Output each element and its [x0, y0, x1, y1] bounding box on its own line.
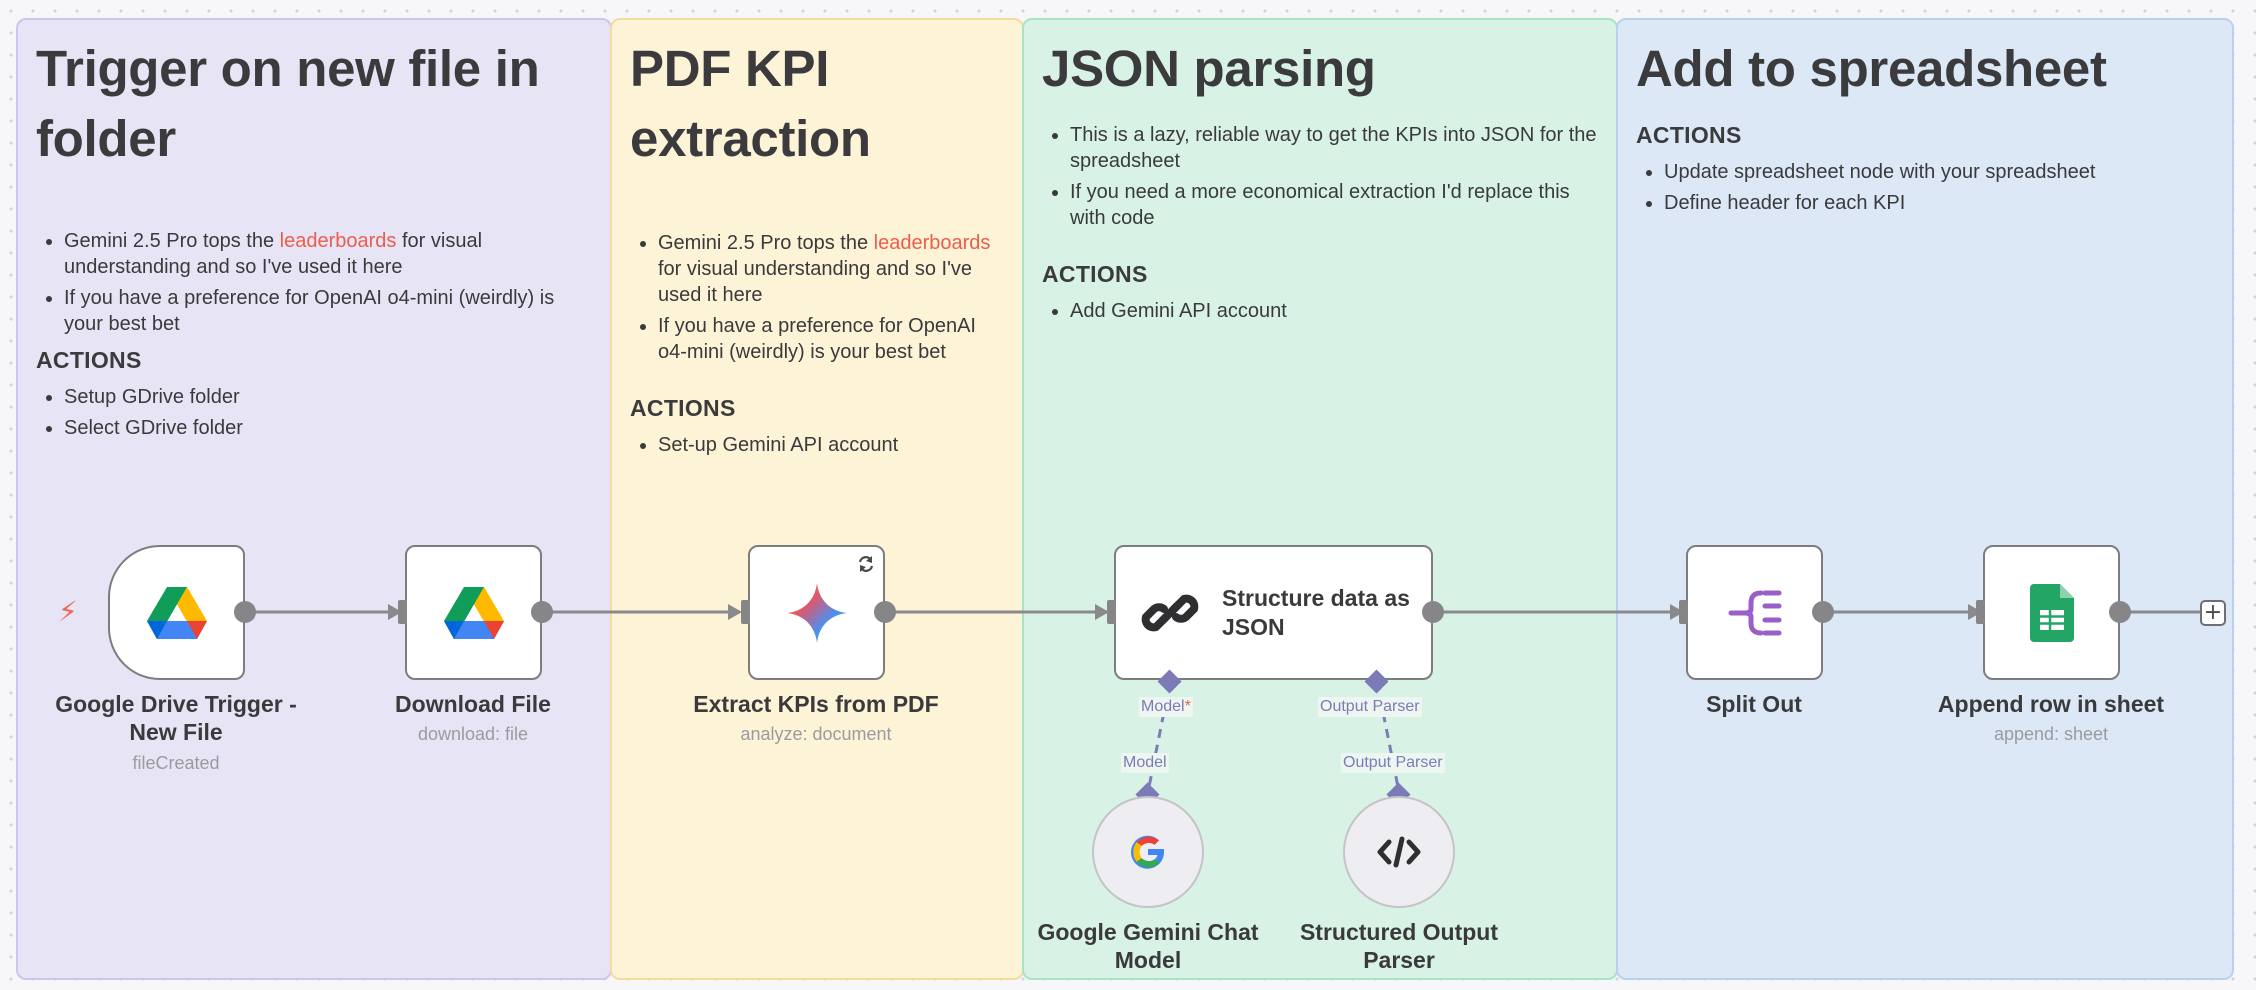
code-icon [1377, 836, 1421, 868]
node-extract-kpis[interactable] [748, 545, 885, 680]
node-append-row[interactable] [1983, 545, 2120, 680]
input-handle[interactable] [741, 600, 750, 624]
sticky-bullet: If you have a preference for OpenAI o4-m… [658, 313, 1004, 365]
actions-heading: ACTIONS [630, 395, 736, 421]
output-handle[interactable] [234, 601, 256, 623]
sticky-bullet: Gemini 2.5 Pro tops the leaderboards for… [64, 228, 592, 280]
action-item: Select GDrive folder [64, 415, 592, 441]
output-handle[interactable] [874, 601, 896, 623]
sticky-note-sheet[interactable]: Add to spreadsheet ACTIONS Update spread… [1616, 18, 2234, 980]
model-port-label: Model* [1139, 697, 1193, 717]
node-label: Append row in sheet [1937, 691, 2165, 717]
node-structure-data[interactable]: Structure data as JSON [1114, 545, 1433, 680]
output-handle[interactable] [1812, 601, 1834, 623]
split-icon [1728, 590, 1781, 635]
leaderboards-link[interactable]: leaderboards [873, 232, 991, 254]
sticky-bullet-list: This is a lazy, reliable way to get the … [1042, 122, 1598, 231]
google-drive-icon [146, 586, 207, 639]
sticky-bullet-list: Gemini 2.5 Pro tops the leaderboards for… [630, 230, 1004, 365]
output-parser-sub-label: Output Parser [1341, 753, 1445, 773]
output-handle[interactable] [531, 601, 553, 623]
sticky-title: PDF KPI extraction [630, 40, 871, 167]
sticky-note-trigger[interactable]: Trigger on new file in folder Gemini 2.5… [16, 18, 612, 980]
node-google-gemini-chat-model[interactable] [1092, 796, 1204, 908]
node-label: Extract KPIs from PDF [693, 691, 939, 717]
node-structured-output-parser[interactable] [1343, 796, 1455, 908]
node-subtitle: append: sheet [1993, 724, 2109, 744]
node-subtitle: analyze: document [740, 724, 892, 744]
actions-list: Add Gemini API account [1042, 298, 1598, 324]
input-handle[interactable] [1976, 600, 1985, 624]
actions-heading: ACTIONS [1636, 122, 1742, 148]
sticky-bullet: This is a lazy, reliable way to get the … [1070, 122, 1598, 174]
actions-heading: ACTIONS [36, 347, 142, 373]
sticky-bullet: Gemini 2.5 Pro tops the leaderboards for… [658, 230, 1004, 308]
output-handle[interactable] [1422, 601, 1444, 623]
sticky-title: Trigger on new file in folder [36, 40, 540, 167]
node-label: Google Drive Trigger - New File [55, 691, 297, 745]
sticky-title: Add to spreadsheet [1636, 40, 2107, 97]
actions-list: Update spreadsheet node with your spread… [1636, 159, 2214, 216]
output-handle[interactable] [2109, 601, 2131, 623]
action-item: Set-up Gemini API account [658, 432, 1004, 458]
node-split-out[interactable] [1686, 545, 1823, 680]
chain-link-icon [1141, 594, 1199, 631]
node-label: Split Out [1706, 691, 1802, 717]
sticky-title: JSON parsing [1042, 40, 1376, 97]
node-subtitle: download: file [417, 724, 529, 744]
node-subtitle: fileCreated [132, 753, 220, 773]
input-handle[interactable] [398, 600, 407, 624]
sticky-bullet: If you need a more economical extraction… [1070, 179, 1598, 231]
leaderboards-link[interactable]: leaderboards [279, 230, 397, 252]
actions-list: Set-up Gemini API account [630, 432, 1004, 458]
action-item: Add Gemini API account [1070, 298, 1598, 324]
sticky-bullet: If you have a preference for OpenAI o4-m… [64, 285, 592, 337]
sticky-bullet-list: Gemini 2.5 Pro tops the leaderboards for… [36, 228, 592, 337]
action-item: Setup GDrive folder [64, 384, 592, 410]
output-parser-port-label: Output Parser [1318, 697, 1422, 717]
add-node-button[interactable]: + [2200, 600, 2226, 626]
input-handle[interactable] [1107, 600, 1116, 624]
sticky-note-pdf[interactable]: PDF KPI extraction Gemini 2.5 Pro tops t… [610, 18, 1024, 980]
actions-list: Setup GDrive folder Select GDrive folder [36, 384, 592, 441]
action-item: Define header for each KPI [1664, 190, 2214, 216]
trigger-bolt-icon: ⚡ [58, 595, 78, 628]
gemini-sparkle-icon [786, 582, 847, 643]
input-handle[interactable] [1679, 600, 1688, 624]
node-download-file[interactable] [405, 545, 542, 680]
actions-heading: ACTIONS [1042, 261, 1148, 287]
node-label: Download File [395, 691, 551, 717]
retry-icon [858, 556, 874, 572]
google-g-icon [1131, 835, 1165, 869]
google-sheets-icon [2029, 583, 2074, 642]
node-label: Google Gemini Chat Model [1037, 919, 1259, 973]
node-label: Structure data as JSON [1222, 584, 1410, 640]
node-label: Structured Output Parser [1299, 919, 1499, 973]
action-item: Update spreadsheet node with your spread… [1664, 159, 2214, 185]
model-sub-label: Model [1121, 753, 1169, 773]
node-google-drive-trigger[interactable] [108, 545, 245, 680]
google-drive-icon [443, 586, 504, 639]
